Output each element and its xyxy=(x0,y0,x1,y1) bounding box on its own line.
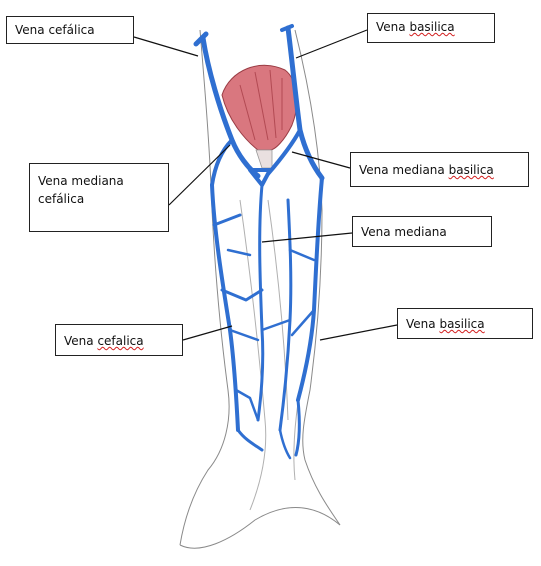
label-word: Vena xyxy=(15,23,45,37)
label-word: Vena xyxy=(64,334,94,348)
label-vena-mediana-basilica: Vena mediana basilica xyxy=(350,152,529,187)
label-name: basilica xyxy=(449,163,494,177)
label-word: Vena xyxy=(406,317,436,331)
label-name: cefálica xyxy=(48,23,94,37)
label-vena-cefalica-top: Vena cefálica xyxy=(6,16,134,44)
label-line-2: cefálica xyxy=(38,190,160,208)
label-vena-cefalica-lower: Vena cefalica xyxy=(55,324,183,356)
label-vena-basilica-lower: Vena basilica xyxy=(397,308,533,339)
label-line-1: Vena mediana xyxy=(38,172,160,190)
label-name: basilica xyxy=(439,317,484,331)
label-vena-basilica-top: Vena basilica xyxy=(367,13,495,43)
label-vena-mediana-cefalica: Vena mediana cefálica xyxy=(29,163,169,232)
label-word: Vena mediana xyxy=(359,163,445,177)
label-name: basilica xyxy=(409,20,454,34)
label-name: cefalica xyxy=(97,334,143,348)
label-word: Vena xyxy=(376,20,406,34)
label-vena-mediana: Vena mediana xyxy=(352,216,492,247)
label-text: Vena mediana xyxy=(361,225,447,239)
